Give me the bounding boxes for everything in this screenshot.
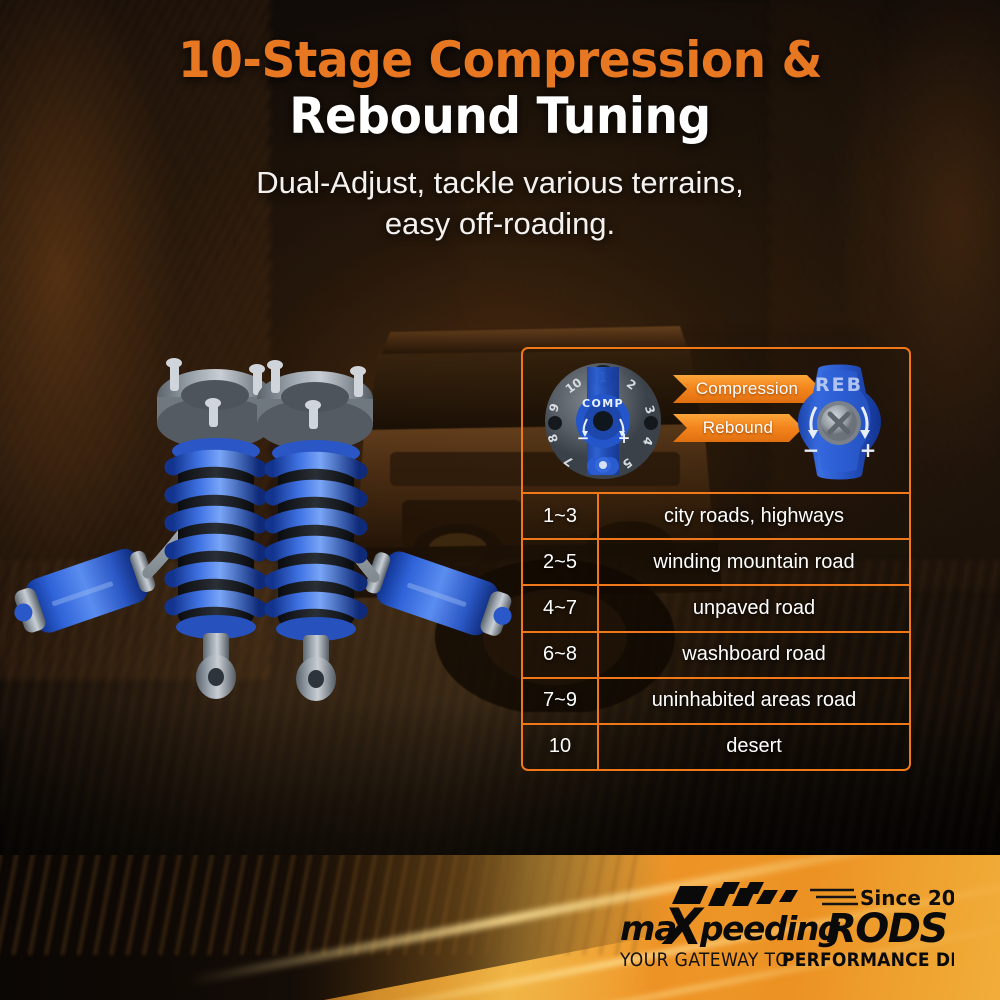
svg-text:ma: ma <box>620 909 676 949</box>
hero-text-block: 10-Stage Compression & Rebound Tuning Du… <box>0 34 1000 244</box>
background-foliage-right <box>770 0 1000 590</box>
table-cell-description: unpaved road <box>692 596 816 619</box>
band-streak-texture <box>0 855 640 955</box>
table-cell-range: 6~8 <box>523 632 599 677</box>
hero-title-line1: 10-Stage Compression & <box>177 31 823 89</box>
svg-text:REB: REB <box>815 374 863 396</box>
table-cell-description: winding mountain road <box>653 550 855 573</box>
table-cell-range: 1~3 <box>523 494 599 539</box>
svg-text:RODS: RODS <box>826 906 947 952</box>
rebound-banner: Rebound <box>673 414 803 442</box>
svg-text:PERFORMANCE DRIVING: PERFORMANCE DRIVING <box>782 949 954 971</box>
compression-dial-icon: 1 2 3 4 5 6 7 8 9 10 <box>543 361 663 481</box>
table-cell-description: desert <box>726 735 782 758</box>
table-cell-range: 4~7 <box>523 586 599 631</box>
coilover-shock-absorbers-image <box>10 355 520 735</box>
maxpeedingrods-logo: Since 2006 ma X peeding RODS YOUR GATEWA… <box>604 880 954 972</box>
hero-subtitle-line1: Dual-Adjust, tackle various terrains, <box>256 165 744 200</box>
background-foliage-top-right <box>460 0 880 330</box>
brand-footer-band: Since 2006 ma X peeding RODS YOUR GATEWA… <box>0 855 1000 1000</box>
table-row: 6~8 washboard road <box>523 632 909 679</box>
svg-text:X: X <box>661 898 705 956</box>
svg-text:peeding: peeding <box>699 909 841 948</box>
table-cell-description: city roads, highways <box>663 504 845 527</box>
svg-text:3: 3 <box>642 404 658 416</box>
table-cell-range: 10 <box>523 724 599 770</box>
terrain-setting-table: 1~3 city roads, highways 2~5 winding mou… <box>523 494 909 770</box>
svg-text:COMP: COMP <box>582 397 624 410</box>
table-row: 2~5 winding mountain road <box>523 540 909 587</box>
compression-banner-label: Compression <box>695 379 799 398</box>
svg-text:+: + <box>860 438 877 462</box>
table-cell-description: washboard road <box>682 643 826 666</box>
table-row: 4~7 unpaved road <box>523 586 909 633</box>
table-cell-description: uninhabited areas road <box>651 689 857 712</box>
panel-header-row: 1 2 3 4 5 6 7 8 9 10 <box>523 349 909 494</box>
table-cell-range: 2~5 <box>523 540 599 585</box>
rebound-banner-label: Rebound <box>702 418 774 437</box>
svg-text:8: 8 <box>545 432 561 444</box>
hero-subtitle-line2: easy off-roading. <box>384 206 616 242</box>
table-cell-range: 7~9 <box>523 678 599 723</box>
compression-banner: Compression <box>673 375 821 403</box>
tuning-info-panel: 1 2 3 4 5 6 7 8 9 10 <box>521 347 911 771</box>
hero-title-line2: Rebound Tuning <box>289 87 711 145</box>
svg-text:9: 9 <box>546 402 562 414</box>
rebound-knob-icon: REB − + <box>782 357 897 487</box>
svg-text:4: 4 <box>640 435 656 447</box>
table-row: 7~9 uninhabited areas road <box>523 678 909 725</box>
svg-text:−: − <box>803 438 820 462</box>
adjustment-type-banners: Compression Rebound <box>673 375 823 453</box>
table-row: 10 desert <box>523 724 909 770</box>
svg-text:YOUR GATEWAY TO: YOUR GATEWAY TO <box>619 949 789 971</box>
table-row: 1~3 city roads, highways <box>523 494 909 541</box>
hero-subtitle: Dual-Adjust, tackle various terrains, ea… <box>0 162 1000 244</box>
svg-text:Since 2006: Since 2006 <box>860 886 954 910</box>
